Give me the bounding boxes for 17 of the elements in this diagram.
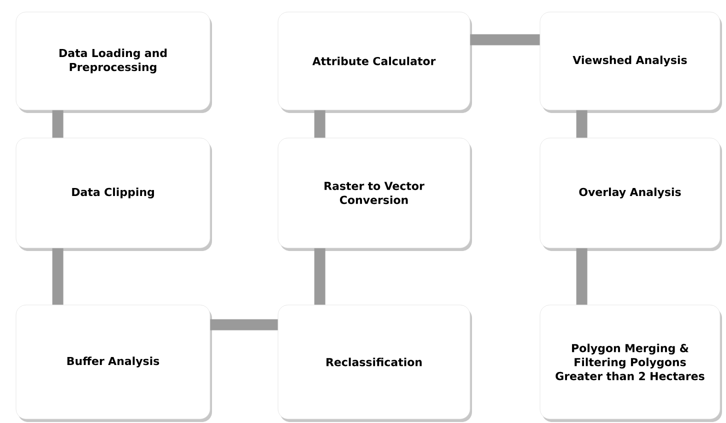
process-box: Data Loading and Preprocessing bbox=[16, 12, 212, 113]
process-box: Reclassification bbox=[278, 304, 472, 422]
connector-bar bbox=[314, 110, 326, 138]
process-box: Raster to Vector Conversion bbox=[278, 138, 472, 251]
process-box: Overlay Analysis bbox=[540, 138, 722, 251]
process-box: Attribute Calculator bbox=[278, 12, 472, 113]
process-box: Data Clipping bbox=[16, 138, 212, 251]
connector-bar bbox=[52, 248, 64, 305]
connector-bar bbox=[210, 319, 278, 330]
process-box: Buffer Analysis bbox=[16, 304, 212, 422]
process-box: Polygon Merging & Filtering Polygons Greater than 2 Hectares bbox=[540, 304, 722, 422]
process-box: Viewshed Analysis bbox=[540, 12, 722, 113]
connector-bar bbox=[314, 248, 326, 305]
connector-bar bbox=[470, 34, 540, 46]
connector-bar bbox=[576, 110, 588, 138]
connector-bar bbox=[576, 248, 588, 305]
connector-bar bbox=[52, 110, 64, 138]
